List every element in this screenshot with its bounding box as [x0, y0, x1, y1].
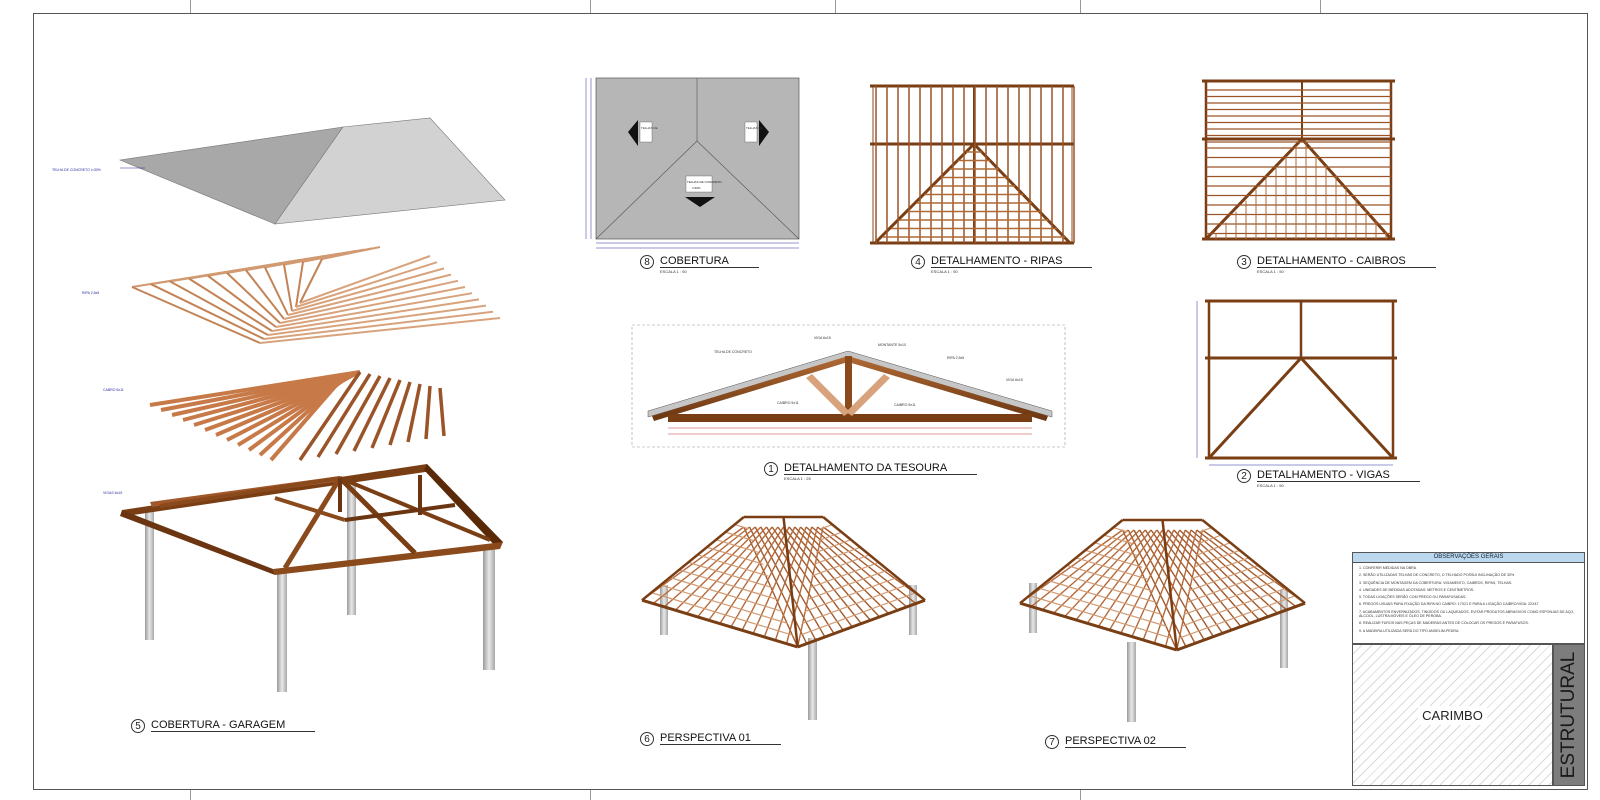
- discipline-tab: ESTRUTURAL: [1553, 644, 1585, 786]
- note-item: 7. ACABAMENTOS ENVERNIZADOS, TINGIDOS OU…: [1359, 609, 1575, 619]
- truss-label-montante: MONTANTE 5x10: [878, 343, 906, 347]
- drawing-title: DETALHAMENTO DA TESOURA: [784, 462, 978, 475]
- plan-label-telhas: TELHAS DE CONCRETO: [687, 180, 722, 184]
- plan-tile-text-left: TELHAS DE: [641, 126, 658, 130]
- title-stamp: CARIMBO: [1352, 644, 1553, 786]
- grid-tick: [590, 790, 591, 800]
- drawing-number: 7: [1045, 735, 1059, 749]
- grid-tick: [190, 0, 191, 13]
- label-vigas: VIGAS 6x15: [103, 491, 123, 495]
- discipline-label: ESTRUTURAL: [1558, 651, 1579, 779]
- truss-label-viga-top: VIGA 6x15: [814, 336, 831, 340]
- drawing-number: 8: [640, 255, 654, 269]
- notes-list: 1. CONFERIR MEDIDAS NA OBRA 2. SERÃO UTIL…: [1359, 566, 1580, 633]
- drawing-scale: ESCALA 1 : 50: [1257, 269, 1284, 274]
- drawing-title: DETALHAMENTO - CAIBROS: [1257, 255, 1436, 268]
- title-drawing-4: 4 DETALHAMENTO - RIPAS ESCALA 1 : 50: [911, 255, 1093, 274]
- general-notes-panel: OBSERVAÇÕES GERAIS 1. CONFERIR MEDIDAS N…: [1352, 552, 1585, 644]
- exploded-ripas-layer: [131, 246, 501, 344]
- sheet-frame: [33, 13, 1588, 790]
- drawing-title: PERSPECTIVA 02: [1065, 735, 1186, 748]
- roof-plan: TELHAS DE TELHAS DE: [585, 77, 800, 249]
- drawing-scale: ESCALA 1 : 50: [660, 269, 687, 274]
- title-drawing-6: 6 PERSPECTIVA 01: [640, 732, 781, 746]
- truss-label-caibro-right: CAIBRO 5x11: [894, 403, 916, 407]
- note-item: 1. CONFERIR MEDIDAS NA OBRA: [1359, 566, 1417, 570]
- note-item: 5. TODAS LIGAÇÕES SERÃO COM PREGO OU PAR…: [1359, 595, 1467, 600]
- drawing-number: 2: [1237, 469, 1251, 483]
- truss-label-ripa: RIPA 2,5x5: [947, 356, 965, 360]
- plan-label-inclinacao: I=30%: [692, 186, 701, 190]
- label-ripa: RIPA 2,5x5: [82, 291, 100, 295]
- stamp-label: CARIMBO: [1418, 705, 1487, 725]
- vigas-detail: [1196, 299, 1397, 466]
- title-drawing-7: 7 PERSPECTIVA 02: [1045, 735, 1186, 749]
- drawing-title: COBERTURA - GARAGEM: [151, 719, 316, 732]
- drawing-scale: ESCALA 1 : 25: [784, 476, 811, 481]
- note-item: 3. SEQUÊNCIA DE MONTAGEM DA COBERTURA: V…: [1359, 580, 1513, 585]
- drawing-title: PERSPECTIVA 01: [660, 732, 781, 745]
- note-item: 6. PREGOS USUAIS PARA FIXAÇÃO DA RIPA NO…: [1359, 602, 1539, 607]
- drawing-scale: ESCALA 1 : 50: [931, 269, 958, 274]
- notes-title: OBSERVAÇÕES GERAIS: [1353, 553, 1584, 563]
- title-drawing-2: 2 DETALHAMENTO - VIGAS ESCALA 1 : 50: [1237, 469, 1420, 488]
- exploded-roof-layer: [118, 117, 506, 225]
- grid-tick: [835, 0, 836, 13]
- truss-detail: [631, 324, 1066, 448]
- grid-tick: [1080, 0, 1081, 13]
- drawing-number: 1: [764, 462, 778, 476]
- perspective-01: [641, 515, 926, 720]
- title-drawing-1: 1 DETALHAMENTO DA TESOURA ESCALA 1 : 25: [764, 462, 978, 481]
- drawing-number: 3: [1237, 255, 1251, 269]
- note-item: 9. A MADEIRA UTILIZADA SERÁ DO TIPO ANGE…: [1359, 628, 1460, 633]
- grid-tick: [590, 0, 591, 13]
- truss-label-viga-right: VIGA 6x15: [1006, 378, 1023, 382]
- note-item: 4. UNIDADES DE MEDIDAS ADOTADAS: METROS …: [1359, 587, 1475, 592]
- caibros-detail: [1202, 79, 1395, 241]
- drawing-title: DETALHAMENTO - VIGAS: [1257, 469, 1420, 482]
- drawing-scale: ESCALA 1 : 50: [1257, 483, 1284, 488]
- drawing-title: COBERTURA: [660, 255, 759, 268]
- title-drawing-8: 8 COBERTURA ESCALA 1 : 50: [640, 255, 759, 274]
- truss-label-caibro-left: CAIBRO 5x11: [777, 401, 799, 405]
- plan-tile-text-right: TELHAS DE: [746, 126, 763, 130]
- title-drawing-5: 5 COBERTURA - GARAGEM: [131, 719, 316, 733]
- note-item: 8. REALIZAR FUROS NAS PEÇAS DE MADEIRAS …: [1359, 621, 1529, 626]
- perspective-02: [1019, 518, 1306, 722]
- drawing-number: 4: [911, 255, 925, 269]
- exploded-structure-layer: [120, 464, 503, 692]
- drawing-number: 6: [640, 732, 654, 746]
- ripas-detail: [870, 84, 1075, 245]
- grid-tick: [1320, 0, 1321, 13]
- note-item: 2. SERÃO UTILIZADAS TELHAS DE CONCRETO, …: [1359, 573, 1515, 578]
- truss-label-telha: TELHA DE CONCRETO: [714, 350, 752, 354]
- title-drawing-3: 3 DETALHAMENTO - CAIBROS ESCALA 1 : 50: [1237, 255, 1436, 274]
- grid-tick: [1080, 790, 1081, 800]
- drawing-number: 5: [131, 719, 145, 733]
- exploded-caibros-layer: [149, 370, 446, 462]
- label-caibro: CABRO 5x11: [103, 388, 124, 392]
- grid-tick: [190, 790, 191, 800]
- label-telha: TELHA DE CONCRETO I=30%: [52, 168, 101, 172]
- drawing-title: DETALHAMENTO - RIPAS: [931, 255, 1093, 268]
